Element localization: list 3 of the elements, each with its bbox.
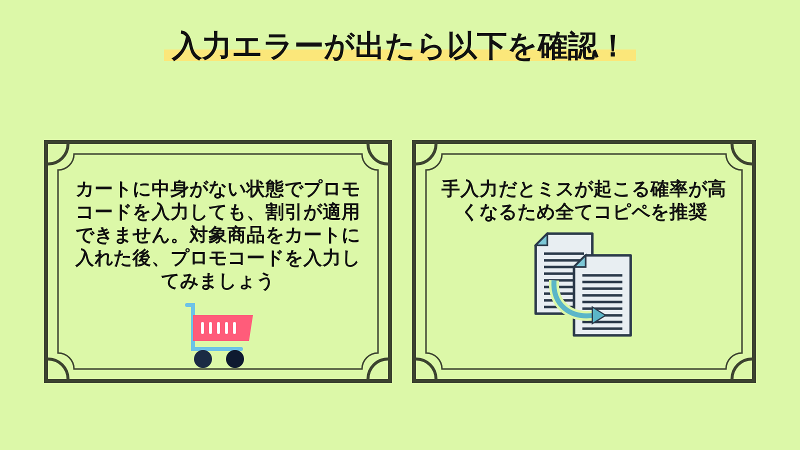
card-text: カートに中身がない状態でプロモコードを入力しても、割引が適用できません。対象商品をカートに入れた後、プロモコードを入力してみましょう — [74, 178, 362, 293]
title-heading: 入力エラーが出たら以下を確認！ — [164, 29, 636, 64]
card-text: 手入力だとミスが起こる確率が高くなるため全てコピペを推奨 — [440, 178, 728, 224]
